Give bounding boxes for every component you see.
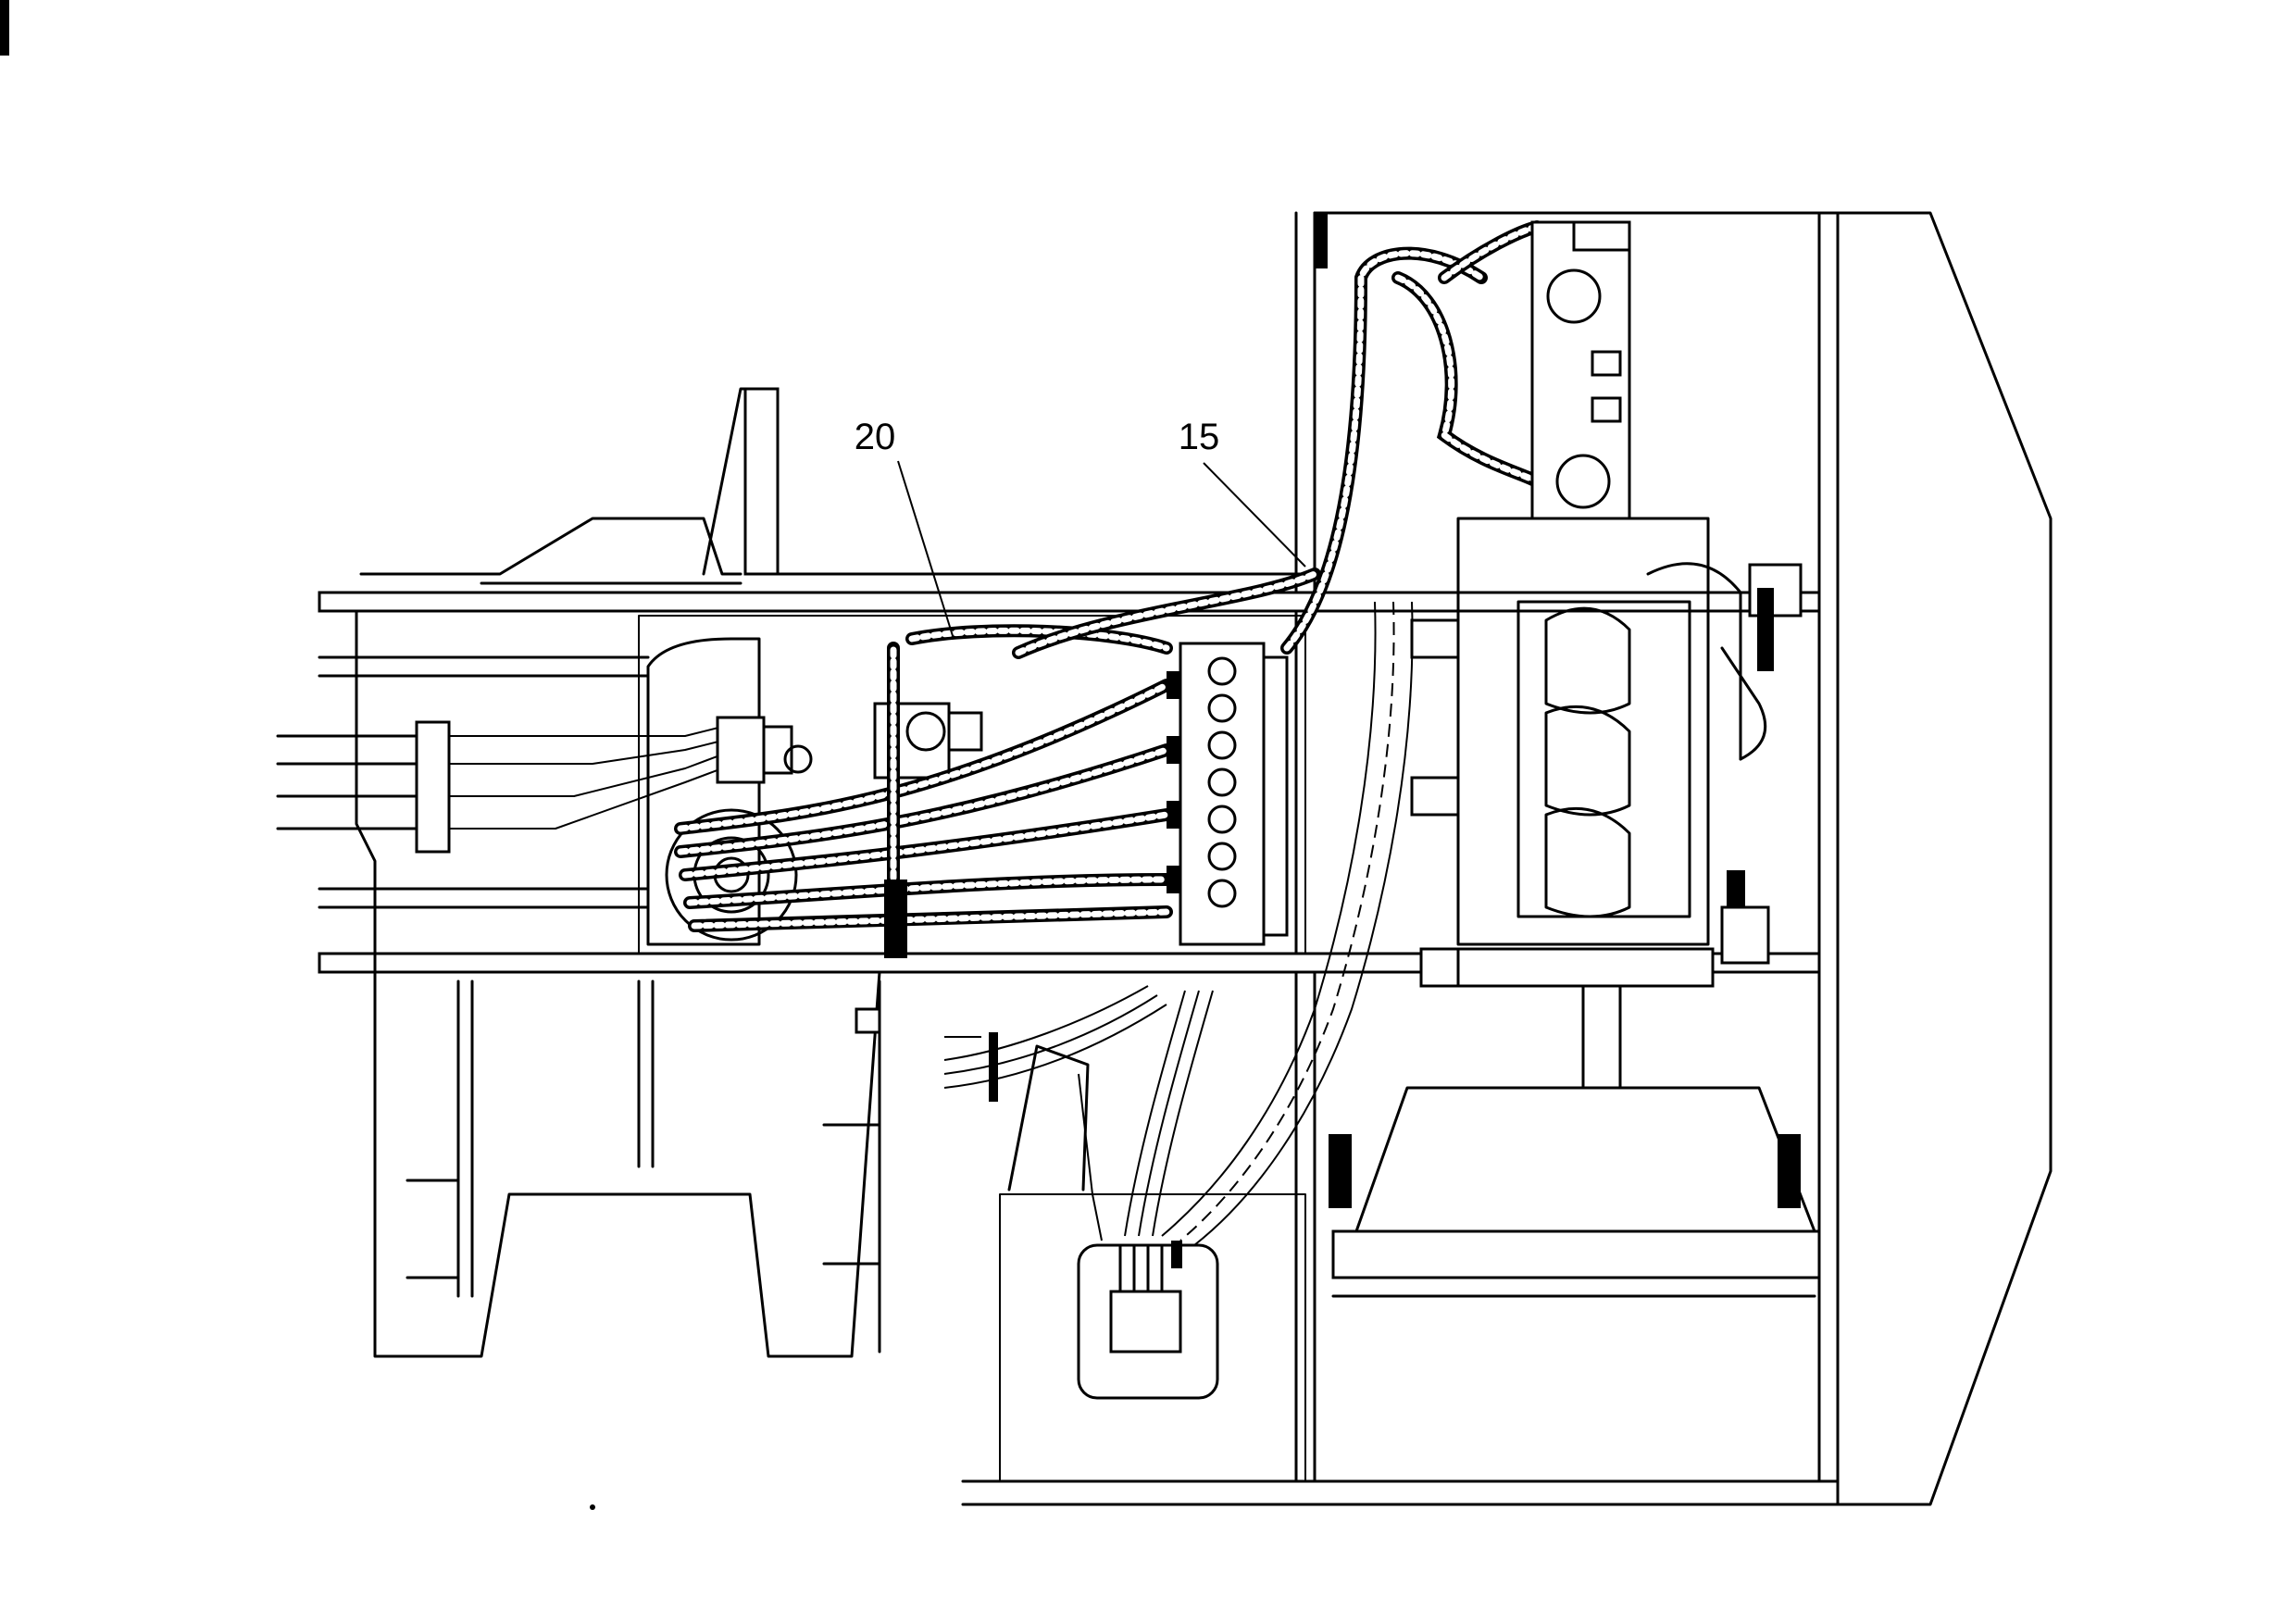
callout-15-leader <box>1203 462 1306 568</box>
lower-tank <box>999 1044 1306 1482</box>
control-valve-block <box>1167 642 1289 946</box>
radiator-plate <box>1329 1086 1821 1298</box>
corner-mark <box>0 0 9 56</box>
callout-15: 15 <box>1179 417 1306 568</box>
callout-20-leader <box>897 460 955 640</box>
hose-bundle <box>674 220 1543 951</box>
callout-20-label: 20 <box>855 417 896 457</box>
left-pipes <box>276 716 813 854</box>
top-valve-stack <box>1530 220 1631 520</box>
pilot-lines <box>943 601 1414 1246</box>
callout-15-label: 15 <box>1179 417 1220 457</box>
frame-left-chassis <box>318 387 1821 1358</box>
hose-clamp <box>884 880 907 958</box>
stray-mark <box>590 1504 595 1510</box>
engine-block <box>1410 517 1803 1090</box>
callout-20: 20 <box>855 417 955 640</box>
